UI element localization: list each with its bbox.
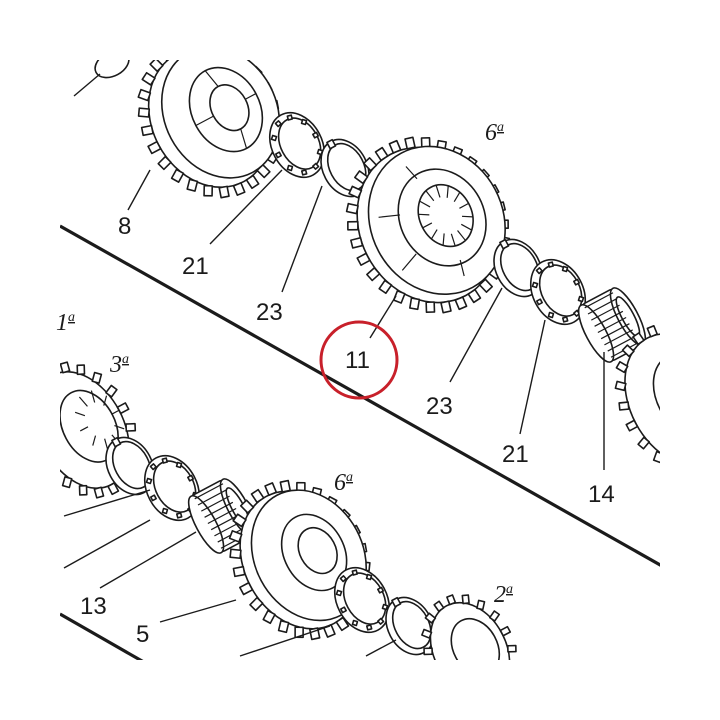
gear-mark-first-edge: 1a	[56, 310, 75, 336]
circlip-part-21-top	[268, 111, 326, 179]
callout-11[interactable]: 11	[345, 347, 370, 374]
needle-bearing-part-14	[577, 287, 647, 363]
gear-partial-second	[421, 594, 517, 660]
circlip-lower-middle	[333, 566, 391, 634]
gear-mark-second: 2a	[494, 582, 513, 608]
highlight-circle-callout-11	[319, 320, 399, 400]
snap-ring-lower-middle	[385, 596, 435, 656]
callout-21-right[interactable]: 21	[502, 441, 529, 468]
leader-lines	[63, 73, 605, 657]
gear-part-8	[94, 60, 283, 199]
snap-ring-lower-left	[105, 436, 155, 496]
snap-ring-part-23-right	[493, 238, 543, 298]
gear-mark-third: 3a	[109, 352, 129, 378]
callout-23-right[interactable]: 23	[426, 393, 453, 420]
gear-mark-sixth-top: 6a	[485, 120, 504, 146]
callout-14[interactable]: 14	[588, 481, 615, 508]
gear-mark-sixth-bottom: 6a	[334, 470, 353, 496]
callout-23-top[interactable]: 23	[256, 299, 283, 326]
callout-21-top[interactable]: 21	[182, 253, 209, 280]
diagram-frame	[60, 60, 660, 660]
part-callouts: 8 21 23 11 23 21 14 13 5	[80, 213, 615, 648]
callout-8[interactable]: 8	[118, 213, 131, 240]
lower-shaft-divider	[60, 612, 144, 660]
callout-13[interactable]: 13	[80, 593, 107, 620]
gear-ordinal-marks: 6a 3a 6a 2a 1a	[56, 120, 513, 608]
gear-part-11	[345, 136, 511, 314]
gear-partial-right-edge	[614, 324, 660, 467]
upper-shaft-divider	[60, 224, 660, 567]
callout-5[interactable]: 5	[136, 621, 149, 648]
